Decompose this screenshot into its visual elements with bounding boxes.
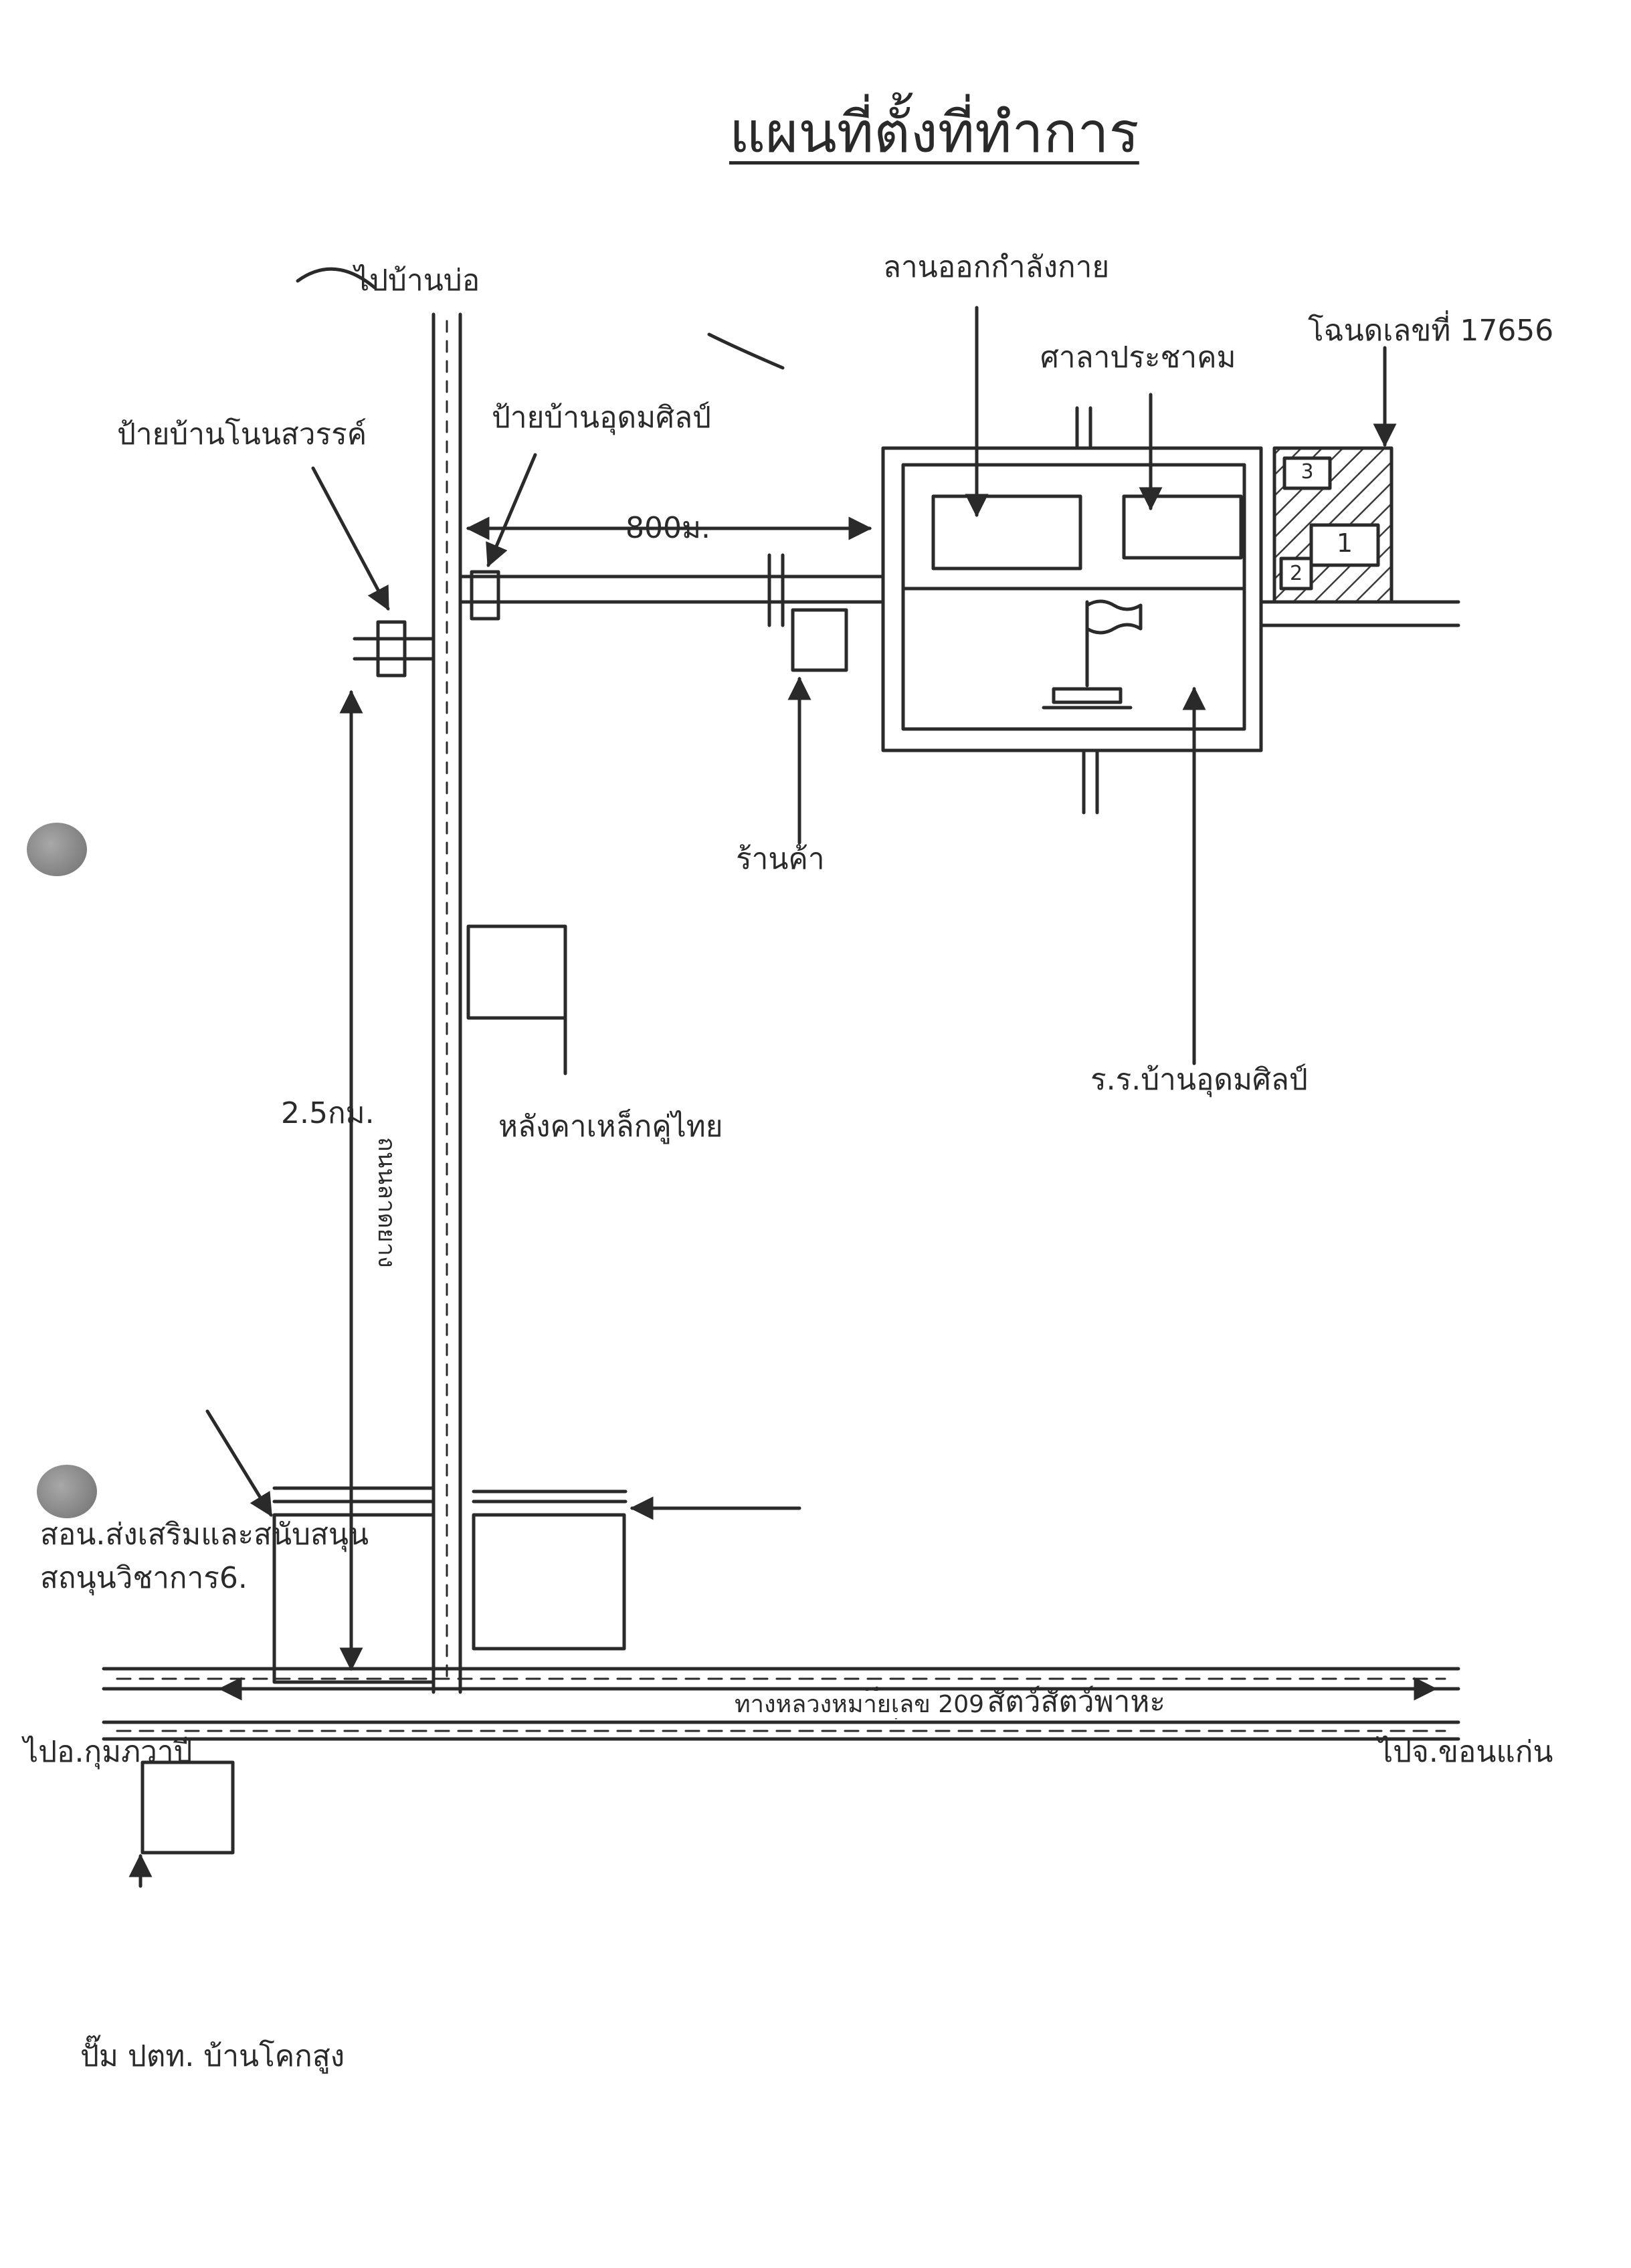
label-gas-station: ปั๊ม ปตท. บ้านโคกสูง: [80, 2039, 345, 2073]
label-to-east: ไปจ.ขอนแก่น: [1378, 1735, 1553, 1769]
label-to-north: ไปบ้านบ่อ: [355, 264, 480, 298]
parcel-17656: [1272, 446, 1394, 604]
school-access-road: [458, 553, 885, 627]
school-compound: [881, 406, 1460, 815]
parcel-plot-3: 3: [1301, 460, 1314, 484]
label-steel-house: หลังคาเหล็กคู่ไทย: [498, 1110, 723, 1144]
flag-pole: [1042, 599, 1143, 710]
label-hospital-line1: สอน.ส่งเสริมและสนับสนุน: [40, 1518, 369, 1552]
shop-building: [791, 608, 848, 672]
inspection-station-building: [472, 1513, 626, 1651]
gas-station-building: [140, 1760, 235, 1855]
steel-roof-house: [466, 924, 567, 1065]
hall-building: [1122, 494, 1243, 560]
page-title: แผนที่ตั้งที่ทำการ: [729, 100, 1139, 165]
label-parcel: โฉนดเลขที่ 17656: [1308, 314, 1554, 348]
parcel-plot-1: 1: [1336, 528, 1353, 558]
left-stub-road: [353, 637, 436, 661]
label-sign-left: ป้ายบ้านโนนสวรรค์: [117, 417, 367, 451]
activity-building: [931, 494, 1082, 571]
label-vertical-road: ถนนลาดยาง: [373, 1137, 400, 1268]
punch-hole-mark: [37, 1465, 97, 1518]
label-highway: ทางหลวงหมายเลข 209: [729, 1691, 990, 1719]
label-hospital-line2: สถนุนวิชาการ6.: [40, 1561, 248, 1595]
sign-nonsawan: [376, 620, 407, 678]
label-to-west: ไปอ.กุมภวาปี: [23, 1735, 193, 1769]
label-shop: ร้านค้า: [736, 842, 825, 876]
label-distance-top: 800ม.: [626, 511, 710, 545]
annotation-arrows: [128, 267, 1438, 1888]
label-activity-building: ลานออกกำลังกาย: [883, 250, 1110, 284]
punch-hole-mark: [27, 823, 87, 876]
sign-udomsin: [470, 570, 500, 621]
label-hall: ศาลาประชาคม: [1040, 340, 1236, 375]
parcel-plot-2: 2: [1289, 562, 1303, 585]
label-school: ร.ร.บ้านอุดมศิลป์: [1090, 1063, 1308, 1097]
label-sign-right: ป้ายบ้านอุดมศิลป์: [492, 401, 711, 435]
vertical-road: [431, 312, 462, 1694]
label-distance-side: 2.5กม.: [281, 1096, 375, 1130]
